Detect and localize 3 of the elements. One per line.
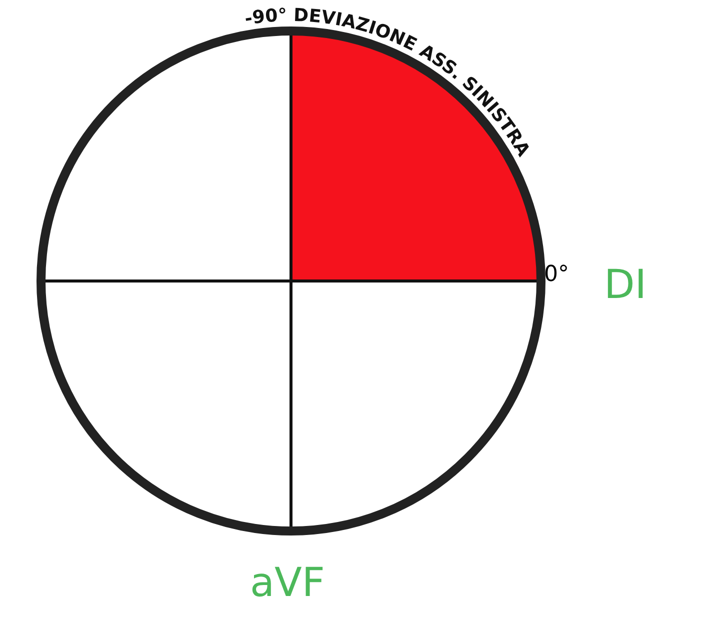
lead-label: aVF <box>250 560 325 606</box>
lead-label: DI <box>604 262 647 308</box>
angle-label: 0° <box>544 262 569 287</box>
